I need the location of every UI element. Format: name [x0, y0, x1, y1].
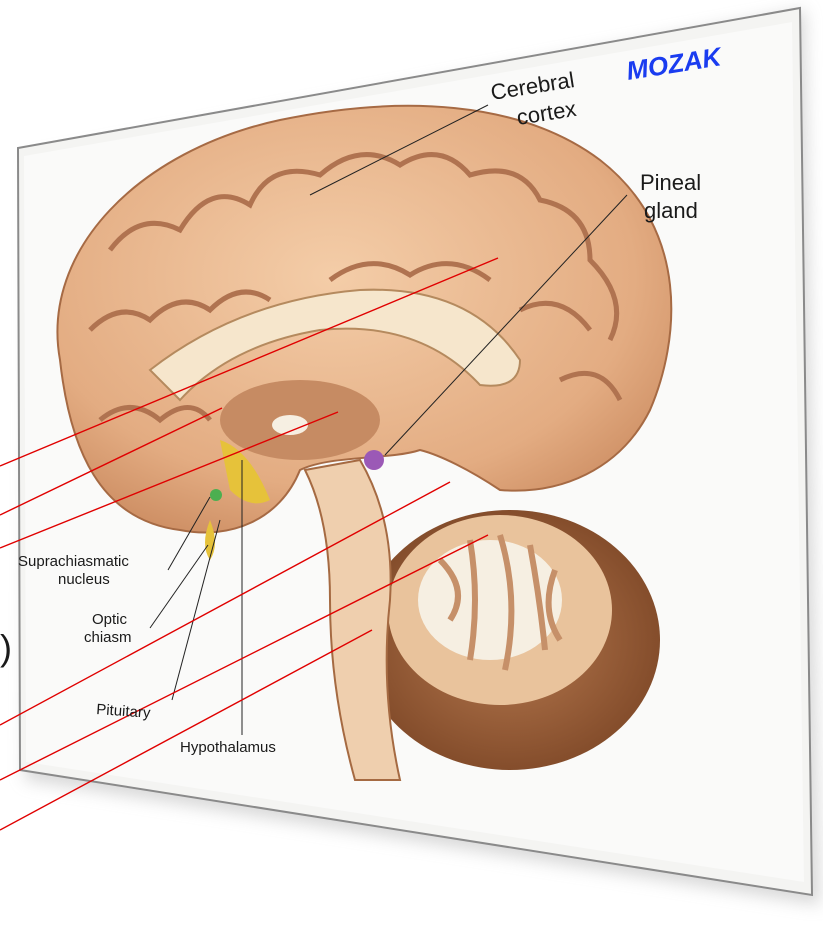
pineal-label-2: gland: [644, 198, 698, 223]
side-paren: ): [0, 627, 12, 668]
pineal-label: Pineal: [640, 170, 701, 195]
optic-label: Optic: [92, 611, 128, 628]
cerebellum: [360, 510, 660, 770]
suprachiasmatic-label: Suprachiasmatic: [18, 553, 129, 570]
hypothalamus-label: Hypothalamus: [180, 739, 276, 756]
optic-label-2: chiasm: [84, 629, 132, 646]
suprachiasmatic-label-2: nucleus: [58, 571, 110, 588]
